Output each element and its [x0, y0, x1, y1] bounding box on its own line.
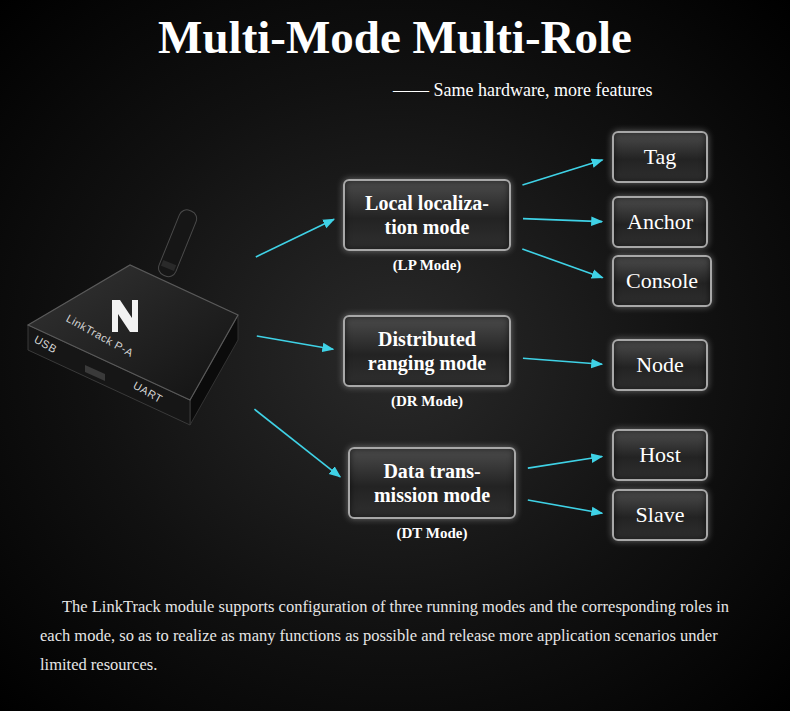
device-top: [28, 265, 238, 400]
arrow-connector: [528, 500, 602, 513]
role-name: Host: [626, 442, 694, 468]
device-label: LinkTrack P-A: [64, 312, 136, 359]
device-label: USB: [32, 333, 59, 355]
subtitle: —— Same hardware, more features: [393, 80, 652, 102]
role-box: Slave: [612, 489, 708, 541]
caption: The LinkTrack module supports configurat…: [40, 592, 745, 679]
device-illustration: [25, 200, 245, 430]
device-node: USBLinkTrack P-A UART: [25, 200, 245, 430]
arrow-connector: [528, 457, 602, 469]
mode-code: (DR Mode): [325, 392, 529, 410]
role-box: Host: [612, 429, 708, 481]
arrow-connector: [523, 358, 602, 364]
role-name: Tag: [626, 144, 694, 170]
mode-name: Local localiza- tion mode: [357, 191, 497, 239]
role-box: Console: [612, 255, 712, 307]
role-name: Console: [626, 268, 698, 294]
arrow-connector: [254, 409, 340, 477]
arrow-connector: [523, 219, 602, 222]
role-box: Anchor: [612, 196, 708, 248]
logo-mark: [112, 300, 138, 332]
device-label: UART: [131, 379, 165, 405]
title: Multi-Mode Multi-Role: [0, 10, 790, 64]
antenna: [156, 207, 199, 279]
arrow-connector: [522, 160, 602, 185]
mode-name: Data trans- mission mode: [362, 459, 502, 507]
mode-code: (LP Mode): [325, 256, 529, 274]
arrow-connector: [256, 219, 334, 257]
role-name: Slave: [626, 502, 694, 528]
arrow-connector: [522, 249, 602, 278]
port: [85, 365, 105, 381]
mode-code: (DT Mode): [330, 524, 534, 542]
mode-box: Local localiza- tion mode(LP Mode): [343, 179, 511, 251]
role-name: Node: [626, 352, 694, 378]
role-name: Anchor: [626, 209, 694, 235]
mode-name: Distributed ranging mode: [357, 327, 497, 375]
arrow-connector: [257, 336, 333, 349]
role-box: Tag: [612, 131, 708, 183]
mode-box: Distributed ranging mode(DR Mode): [343, 315, 511, 387]
mode-box: Data trans- mission mode(DT Mode): [348, 447, 516, 519]
role-box: Node: [612, 339, 708, 391]
